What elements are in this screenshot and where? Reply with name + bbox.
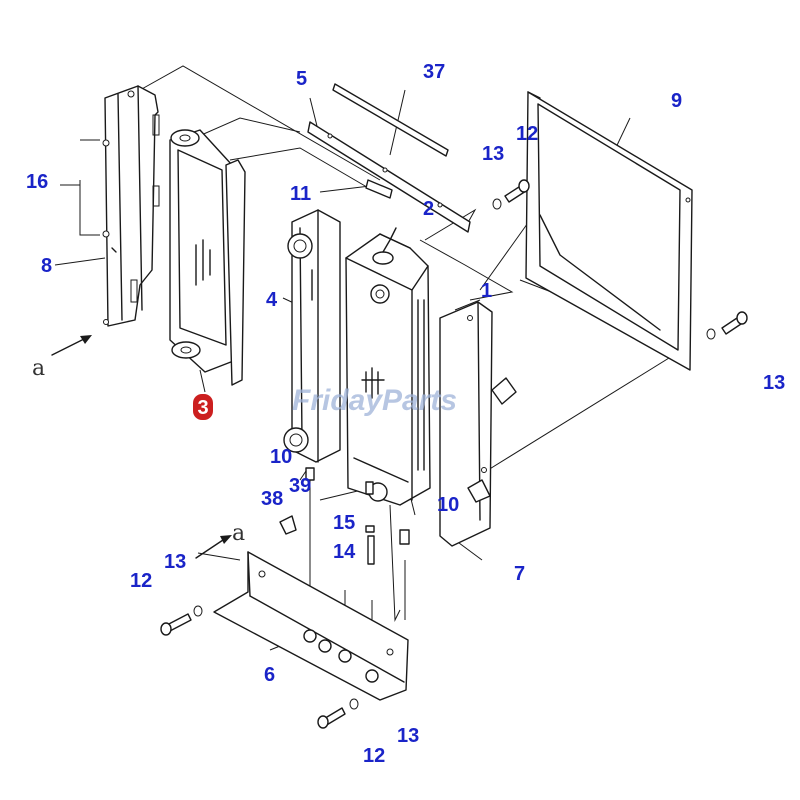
callout-12-bottom: 12 xyxy=(363,745,385,767)
callout-10-right: 10 xyxy=(437,494,459,516)
callout-11: 11 xyxy=(290,183,311,205)
top-stay-part-5 xyxy=(307,121,471,233)
callout-labels: 37 5 9 12 13 16 11 2 8 4 1 13 10 39 10 3… xyxy=(26,61,785,767)
callout-16: 16 xyxy=(26,171,48,193)
callout-6: 6 xyxy=(264,664,275,686)
view-marker-a-left: a xyxy=(32,356,45,381)
callout-10-left: 10 xyxy=(270,446,292,468)
callout-12-left: 12 xyxy=(130,570,152,592)
shroud-part-9 xyxy=(525,91,693,371)
clip-part-11 xyxy=(365,179,393,199)
callout-12-top: 12 xyxy=(516,123,538,145)
right-plate-part-1 xyxy=(439,301,517,547)
bolt-and-washer-bottom xyxy=(317,698,359,729)
highlight-badge xyxy=(193,394,213,420)
callout-13-bottom: 13 xyxy=(397,725,419,747)
callout-37: 37 xyxy=(423,61,445,83)
bolt-and-washer-left xyxy=(160,605,203,636)
callout-8: 8 xyxy=(41,255,52,277)
bolt-and-washer-right xyxy=(706,311,748,340)
bottom-bracket-part-6 xyxy=(213,551,409,701)
callout-13-left: 13 xyxy=(164,551,186,573)
highlight-badge-label: 3 xyxy=(197,397,208,419)
callout-9: 9 xyxy=(671,90,682,112)
callout-2: 2 xyxy=(423,198,434,220)
callout-15: 15 xyxy=(333,512,355,534)
callout-13-right: 13 xyxy=(763,372,785,394)
callout-39: 39 xyxy=(289,475,311,497)
callout-38: 38 xyxy=(261,488,283,510)
bolt-and-washer-upper xyxy=(492,179,530,210)
callout-7: 7 xyxy=(514,563,525,585)
highlighted-callout-3[interactable]: 3 xyxy=(193,394,213,420)
side-cooler-part-3 xyxy=(169,129,246,386)
callout-5: 5 xyxy=(296,68,307,90)
view-arrow-a-left xyxy=(51,335,92,356)
watermark-text: FridayParts xyxy=(292,384,457,417)
callout-1: 1 xyxy=(481,280,492,302)
view-arrow-a-bottom xyxy=(195,535,232,559)
callout-4: 4 xyxy=(266,289,278,311)
left-bracket-part-16 xyxy=(102,85,160,327)
view-marker-a-bottom: a xyxy=(232,521,245,546)
callout-14: 14 xyxy=(333,541,356,563)
intercooler-part-4 xyxy=(283,209,341,463)
small-parts xyxy=(279,467,410,565)
callout-13-top: 13 xyxy=(482,143,504,165)
radiator-core-part-2 xyxy=(345,227,431,506)
rod-part-37 xyxy=(332,83,449,157)
